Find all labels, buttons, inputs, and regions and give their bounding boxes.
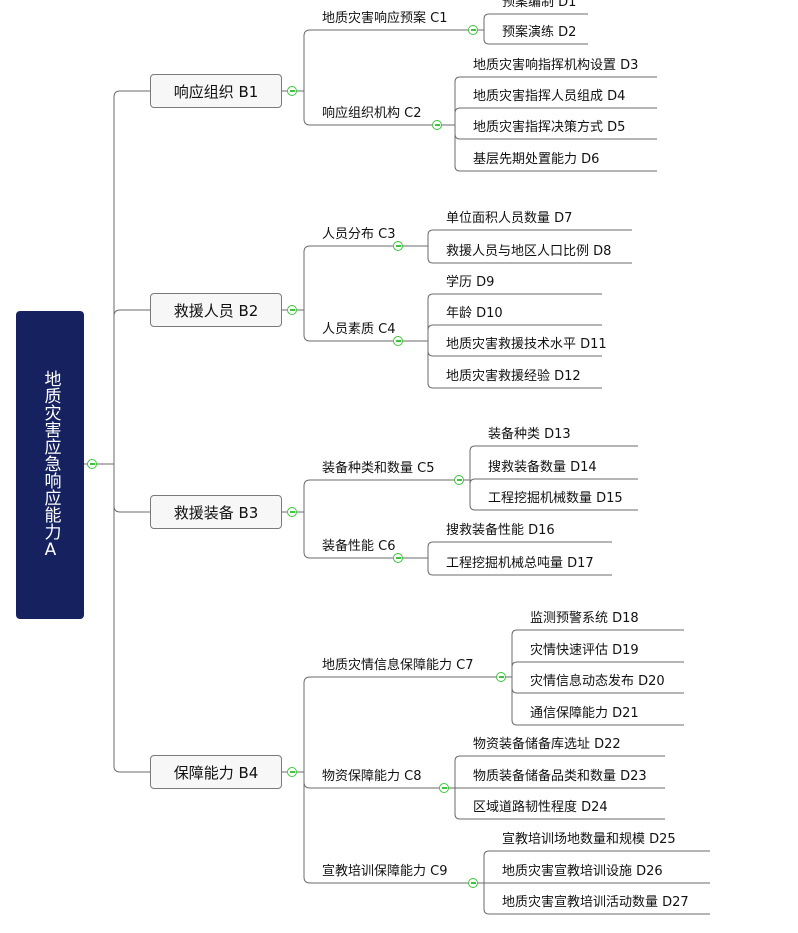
leaf-connector	[427, 293, 602, 341]
root-collapse-toggle[interactable]	[87, 459, 97, 469]
branch-node-b1[interactable]: 响应组织 B1	[150, 74, 282, 108]
branch-connector	[113, 464, 150, 773]
sub-toggle-2-1[interactable]	[393, 241, 403, 251]
leaf-connector	[469, 478, 638, 485]
leaf-node[interactable]: 地质灾害响指挥机构设置 D3	[473, 58, 639, 73]
leaf-connector	[511, 629, 684, 677]
leaf-node[interactable]: 灾情快速评估 D19	[530, 643, 639, 658]
leaf-node[interactable]: 物资装备储备库选址 D22	[473, 737, 621, 752]
sub-toggle-1-1[interactable]	[468, 25, 478, 35]
leaf-node[interactable]: 监测预警系统 D18	[530, 611, 639, 626]
sub-connector	[303, 245, 409, 310]
leaf-node[interactable]: 单位面积人员数量 D7	[446, 211, 573, 226]
leaf-node[interactable]: 宣教培训场地数量和规模 D25	[502, 832, 676, 847]
branch-b3-toggle[interactable]	[287, 507, 297, 517]
sub-connector	[303, 479, 470, 512]
sub-node-1-1[interactable]: 地质灾害响应预案 C1	[322, 11, 448, 26]
sub-toggle-4-1[interactable]	[496, 672, 506, 682]
sub-connector	[303, 772, 484, 884]
sub-toggle-3-1[interactable]	[454, 475, 464, 485]
leaf-node[interactable]: 年龄 D10	[446, 306, 503, 321]
leaf-node[interactable]: 装备种类 D13	[488, 427, 571, 442]
leaf-node[interactable]: 学历 D9	[446, 275, 495, 290]
sub-node-2-2[interactable]: 人员素质 C4	[322, 322, 396, 337]
branch-connector	[113, 464, 150, 513]
leaf-node[interactable]: 预案编制 D1	[502, 0, 577, 10]
sub-node-4-2[interactable]: 物资保障能力 C8	[322, 769, 422, 784]
leaf-connector	[454, 125, 657, 172]
leaf-node[interactable]: 救援人员与地区人口比例 D8	[446, 244, 612, 259]
leaf-node[interactable]: 地质灾害指挥人员组成 D4	[473, 89, 626, 104]
branch-b1-toggle[interactable]	[287, 86, 297, 96]
sub-connector	[303, 91, 448, 126]
branch-node-b2[interactable]: 救援人员 B2	[150, 293, 282, 327]
sub-toggle-3-2[interactable]	[393, 553, 403, 563]
leaf-connector	[454, 76, 657, 125]
leaf-node[interactable]: 工程挖掘机械数量 D15	[488, 491, 623, 506]
sub-connector	[303, 676, 512, 772]
leaf-connector	[427, 558, 612, 576]
leaf-node[interactable]: 基层先期处置能力 D6	[473, 152, 600, 167]
leaf-connector	[454, 107, 657, 125]
sub-toggle-4-2[interactable]	[439, 783, 449, 793]
sub-node-2-1[interactable]: 人员分布 C3	[322, 227, 396, 242]
root-label: 地质灾害应急响应能力A	[40, 370, 61, 560]
leaf-connector	[427, 246, 632, 264]
branch-node-b3[interactable]: 救援装备 B3	[150, 495, 282, 529]
leaf-connector	[427, 541, 612, 558]
leaf-node[interactable]: 工程挖掘机械总吨量 D17	[446, 556, 594, 571]
leaf-node[interactable]: 预案演练 D2	[502, 25, 577, 40]
sub-node-3-1[interactable]: 装备种类和数量 C5	[322, 461, 435, 476]
sub-connector	[303, 512, 409, 559]
sub-toggle-4-3[interactable]	[468, 878, 478, 888]
leaf-node[interactable]: 地质灾害指挥决策方式 D5	[473, 120, 626, 135]
sub-toggle-2-2[interactable]	[393, 336, 403, 346]
leaf-node[interactable]: 物质装备储备品类和数量 D23	[473, 769, 647, 784]
leaf-connector	[427, 341, 602, 389]
leaf-connector	[483, 850, 710, 883]
branch-connector	[113, 90, 150, 464]
branch-connector	[113, 309, 150, 464]
sub-connector	[303, 310, 409, 342]
leaf-connector	[483, 883, 710, 915]
leaf-connector	[469, 445, 638, 480]
leaf-connector	[454, 755, 665, 788]
branch-node-b4[interactable]: 保障能力 B4	[150, 755, 282, 789]
sub-node-4-3[interactable]: 宣教培训保障能力 C9	[322, 864, 448, 879]
leaf-node[interactable]: 地质灾害救援经验 D12	[446, 369, 581, 384]
sub-node-4-1[interactable]: 地质灾情信息保障能力 C7	[322, 658, 474, 673]
leaf-node[interactable]: 地质灾害救援技术水平 D11	[446, 337, 607, 352]
leaf-node[interactable]: 区域道路韧性程度 D24	[473, 800, 608, 815]
root-node[interactable]: 地质灾害应急响应能力A	[16, 311, 84, 619]
leaf-connector	[483, 30, 588, 45]
sub-node-1-2[interactable]: 响应组织机构 C2	[322, 106, 422, 121]
leaf-node[interactable]: 灾情信息动态发布 D20	[530, 674, 665, 689]
leaf-connector	[511, 661, 684, 677]
leaf-node[interactable]: 地质灾害宣教培训活动数量 D27	[502, 895, 689, 910]
leaf-connector	[483, 13, 588, 30]
branch-b4-toggle[interactable]	[287, 767, 297, 777]
leaf-connector	[454, 788, 665, 820]
sub-toggle-1-2[interactable]	[432, 120, 442, 130]
leaf-node[interactable]: 通信保障能力 D21	[530, 706, 639, 721]
leaf-connector	[427, 324, 602, 341]
branch-b2-toggle[interactable]	[287, 305, 297, 315]
leaf-node[interactable]: 搜救装备数量 D14	[488, 460, 597, 475]
sub-node-3-2[interactable]: 装备性能 C6	[322, 539, 396, 554]
leaf-connector	[511, 677, 684, 726]
sub-connector	[303, 29, 484, 91]
leaf-node[interactable]: 地质灾害宣教培训设施 D26	[502, 864, 663, 879]
leaf-connector	[427, 229, 632, 246]
leaf-node[interactable]: 搜救装备性能 D16	[446, 523, 555, 538]
leaf-connector	[469, 480, 638, 511]
